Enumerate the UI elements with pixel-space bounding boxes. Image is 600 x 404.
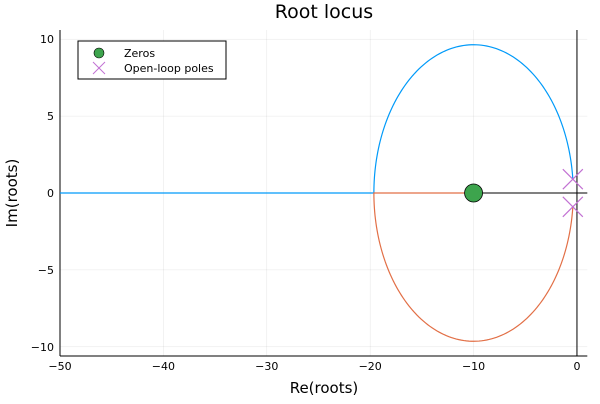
x-tick-label: −50 (48, 360, 71, 373)
chart-title: Root locus (275, 1, 373, 23)
y-axis-label: Im(roots) (3, 159, 21, 228)
legend-label-zeros: Zeros (124, 47, 155, 60)
y-tick-label: 10 (40, 33, 54, 46)
markers-layer (464, 168, 584, 218)
legend: Zeros Open-loop poles (77, 40, 227, 80)
pole-marker-stroke (562, 196, 584, 218)
grid (59, 30, 588, 357)
zero-marker (464, 183, 483, 203)
pole-marker (562, 196, 584, 218)
y-tick-label: 0 (47, 187, 54, 200)
x-tick-label: −30 (255, 360, 278, 373)
pole-marker (562, 168, 584, 190)
y-tick-label: 5 (47, 110, 54, 123)
x-tick-label: 0 (573, 360, 580, 373)
series-layer (60, 44, 574, 342)
x-axis-label: Re(roots) (290, 379, 359, 397)
y-tick-label: −5 (38, 264, 54, 277)
legend-zero-marker (93, 47, 105, 59)
pole-marker-stroke (562, 168, 584, 190)
legend-box (77, 40, 227, 80)
x-tick-label: −10 (462, 360, 485, 373)
locus-branch-upper (60, 44, 574, 194)
x-tick-label: −40 (152, 360, 175, 373)
locus-branch-lower (373, 192, 574, 342)
legend-pole-marker (92, 61, 106, 75)
y-tick-label: −10 (31, 341, 54, 354)
legend-label-poles: Open-loop poles (124, 62, 214, 75)
x-tick-label: −20 (359, 360, 382, 373)
